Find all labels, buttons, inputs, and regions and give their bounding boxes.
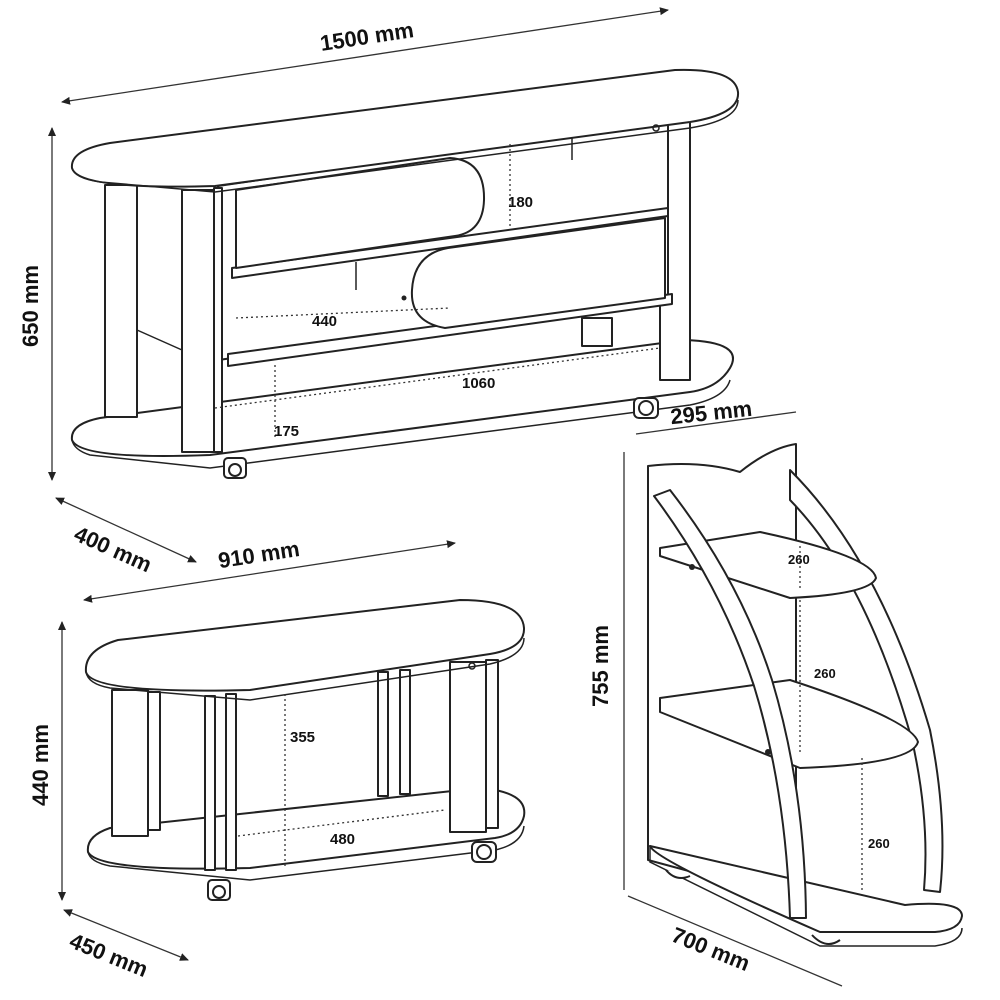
tv-inner-width-label: 440 [312, 313, 337, 330]
cs-foot-right [811, 934, 841, 945]
cs-height-label: 755 mm [588, 625, 613, 707]
tv-lower-drawer [410, 217, 666, 329]
ct-rod-front-1 [204, 695, 216, 871]
ct-height-label: 440 mm [28, 724, 53, 806]
ct-rod-1 [377, 671, 389, 797]
tv-caster-front [223, 457, 247, 479]
tv-left-front-post-side [213, 187, 223, 453]
cs-screw-1 [689, 564, 695, 570]
cs-shelf-gap-1: 260 [788, 552, 810, 567]
ct-right-leg [449, 661, 487, 833]
tv-caster-back [633, 397, 659, 419]
ct-bottom-shelf [86, 787, 526, 870]
ct-caster-back [471, 841, 497, 863]
ct-depth-dimension-line [63, 909, 189, 961]
cs-top-shelf [659, 531, 877, 599]
tv-bottom-gap-label: 175 [274, 423, 299, 440]
tv-top-screw [652, 124, 660, 132]
ct-depth-label: 450 mm [66, 928, 151, 982]
tv-upper-drawer [235, 157, 486, 269]
cs-screw-2 [765, 749, 771, 755]
tv-top [70, 68, 740, 188]
tv-middle-shelf [231, 207, 669, 279]
ct-top-edge [85, 637, 525, 701]
tv-stand: 1500 mm 650 mm 400 mm [18, 7, 740, 577]
cs-foot-left [665, 869, 691, 879]
ct-caster-front [207, 879, 231, 901]
ct-right-leg-side [485, 659, 499, 829]
tv-depth-label: 400 mm [71, 521, 156, 577]
tv-drawer-knob [401, 295, 407, 301]
tv-left-back-post [104, 184, 138, 418]
tv-left-front-post [181, 189, 215, 453]
ct-left-back-leg-side [147, 691, 161, 831]
cs-shelf-gap-3: 260 [868, 836, 890, 851]
cs-base-edge [649, 846, 963, 947]
cs-depth-dimension-line [635, 411, 797, 435]
cs-width-dimension-line [627, 895, 843, 987]
tv-bottom-shelf-edge [71, 379, 731, 469]
ct-gap-label: 355 [290, 729, 315, 746]
corner-shelf: 295 mm 755 mm 700 mm 260 260 260 [588, 396, 963, 987]
tv-bottom-width-label: 1060 [462, 375, 495, 392]
cs-shelf-gap-2: 260 [814, 666, 836, 681]
cs-front-arch [653, 489, 807, 919]
cs-depth-label: 295 mm [669, 396, 753, 429]
tv-shelf-gap-label: 180 [508, 194, 533, 211]
tv-side-rail [136, 329, 183, 351]
ct-width-label: 910 mm [216, 536, 301, 573]
tv-top-edge [71, 99, 739, 193]
ct-width-dimension-line [83, 540, 456, 603]
ct-rod-front-2 [225, 693, 237, 871]
tv-inner-post [581, 317, 613, 347]
cs-middle-shelf [659, 679, 919, 769]
ct-inner-width-label: 480 [330, 831, 355, 848]
tv-inner-width-guide [235, 307, 451, 319]
tv-bottom-shelf [70, 339, 734, 457]
coffee-table: 910 mm 440 mm 450 mm 355 480 [28, 536, 526, 982]
ct-left-back-leg [111, 689, 149, 837]
ct-top [84, 599, 526, 692]
ct-bottom-shelf-edge [87, 825, 525, 881]
tv-width-dimension-line [61, 7, 669, 105]
ct-rod-2 [399, 669, 411, 795]
tv-height-label: 650 mm [18, 265, 43, 347]
cs-back-arch [789, 469, 944, 893]
